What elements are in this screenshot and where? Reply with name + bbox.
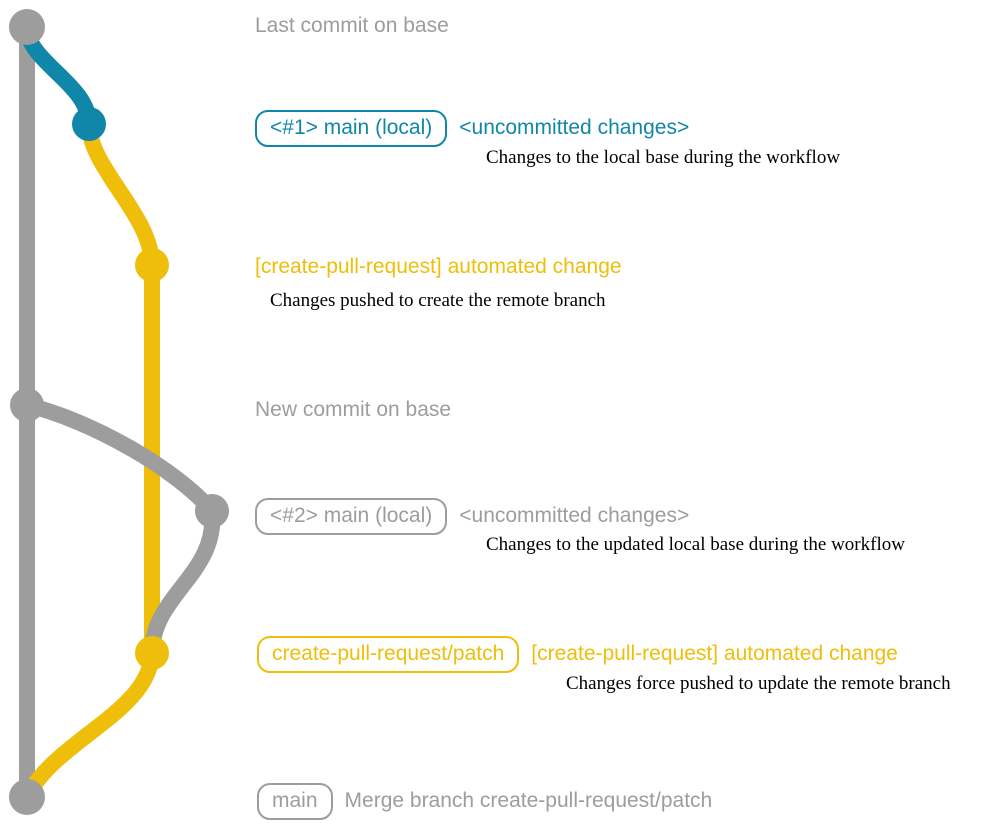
row-local-main-1: <#1> main (local) <uncommitted changes>: [255, 110, 689, 147]
node-local-2[interactable]: [195, 494, 229, 528]
row-local-main-2: <#2> main (local) <uncommitted changes>: [255, 498, 689, 535]
branch-pill-main[interactable]: main: [257, 783, 333, 820]
description-local-main-2: Changes to the updated local base during…: [486, 534, 905, 555]
description-local-main-1: Changes to the local base during the wor…: [486, 147, 841, 168]
branch-pill-local-main-2[interactable]: <#2> main (local): [255, 498, 448, 535]
commit-subject-local-main-1: <uncommitted changes>: [459, 116, 690, 139]
node-base-new[interactable]: [10, 388, 44, 422]
edge-local-2-to-remote-2: [144, 503, 221, 661]
node-remote-1[interactable]: [135, 248, 169, 282]
node-remote-2[interactable]: [135, 636, 169, 670]
edge-local-1-to-remote-1: [81, 116, 160, 273]
row-automated-change-update: create-pull-request/patch [create-pull-r…: [257, 636, 898, 673]
branch-pill-create-pull-request-patch[interactable]: create-pull-request/patch: [257, 636, 520, 673]
headline-last-commit-on-base: Last commit on base: [255, 14, 449, 37]
commit-subject-automated-change-create: [create-pull-request] automated change: [255, 255, 622, 278]
description-automated-change-update: Changes force pushed to update the remot…: [566, 673, 951, 694]
commit-subject-automated-change-update: [create-pull-request] automated change: [531, 642, 898, 665]
commit-subject-merge: Merge branch create-pull-request/patch: [344, 789, 713, 812]
branch-pill-local-main-1[interactable]: <#1> main (local): [255, 110, 448, 147]
node-local-1[interactable]: [72, 107, 106, 141]
edge-base-new-to-local-2: [19, 397, 220, 519]
description-automated-change-create: Changes pushed to create the remote bran…: [270, 290, 606, 311]
node-merge[interactable]: [9, 779, 45, 815]
commit-subject-local-main-2: <uncommitted changes>: [459, 504, 690, 527]
node-base-head[interactable]: [9, 9, 45, 45]
headline-new-commit-on-base: New commit on base: [255, 398, 452, 421]
commit-nodes: [9, 9, 229, 815]
row-merge-commit: main Merge branch create-pull-request/pa…: [257, 783, 712, 820]
edge-remote-2-to-merge: [19, 645, 160, 805]
